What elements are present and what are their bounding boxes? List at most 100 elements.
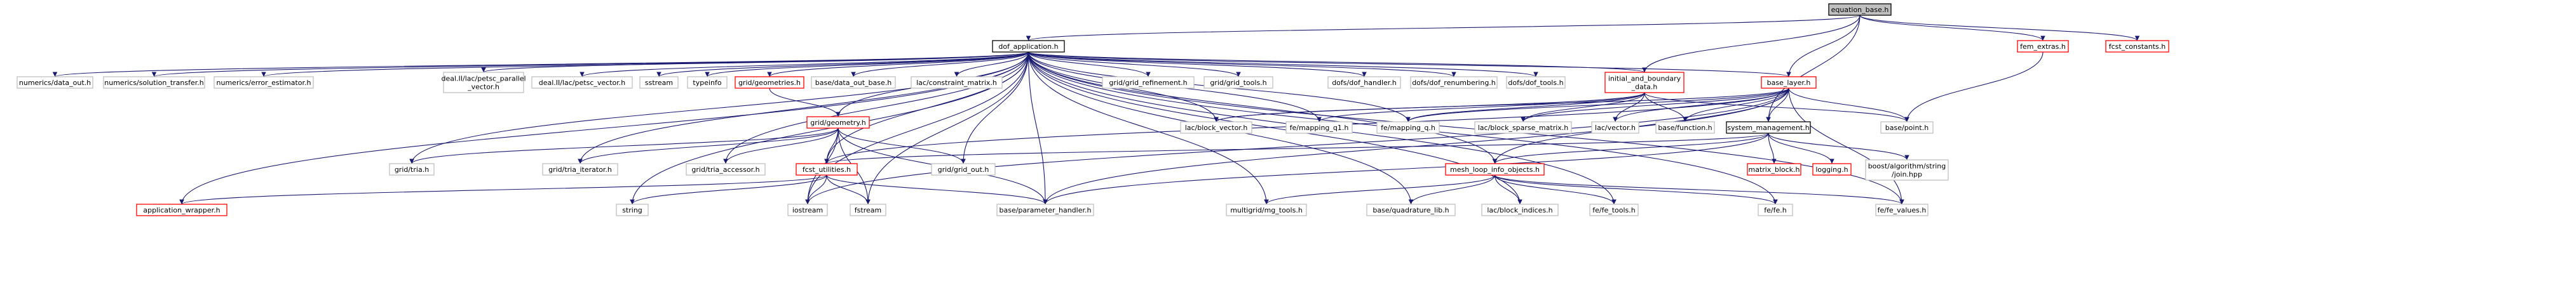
node-box-base_point (1880, 121, 1934, 134)
node-box-fem_extras (2017, 40, 2069, 53)
node-multigrid_mg_tools[interactable]: multigrid/mg_tools.h (1226, 204, 1307, 216)
node-fe_mapping_q[interactable]: fe/mapping_q.h (1376, 121, 1440, 134)
node-label-petsc_parallel_vector-0: deal.II/lac/petsc_parallel (441, 75, 525, 83)
node-box-fcst_utilities (796, 163, 858, 176)
node-sstream[interactable]: sstream (639, 76, 679, 89)
node-box-lac_constraint_matrix (911, 76, 1003, 89)
node-fcst_utilities[interactable]: fcst_utilities.h (796, 163, 858, 176)
node-fe_mapping_q1[interactable]: fe/mapping_q1.h (1285, 121, 1353, 134)
node-equation_base: equation_base.h (1828, 3, 1892, 16)
edge-grid_geometry-to-grid_tria_accessor (723, 127, 839, 164)
node-label-sstream: sstream (645, 79, 673, 87)
node-box-sstream (639, 76, 679, 89)
edge-base_layer-to-lac_vector (1613, 88, 1789, 122)
node-box-application_wrapper (136, 204, 227, 216)
node-fe_fe_values[interactable]: fe/fe_values.h (1875, 204, 1929, 216)
node-label-lac_block_vector: lac/block_vector.h (1185, 124, 1248, 132)
node-label-grid_refinement: grid/grid_refinement.h (1109, 79, 1187, 87)
edge-dof_application-to-dofs_dof_tools (1027, 51, 1538, 77)
node-grid_grid_out[interactable]: grid/grid_out.h (931, 163, 996, 176)
node-base_point[interactable]: base/point.h (1880, 121, 1934, 134)
node-base_function[interactable]: base/function.h (1655, 121, 1715, 134)
node-grid_geometry[interactable]: grid/geometry.h (806, 116, 870, 129)
node-label-numerics_error_estimator: numerics/error_estimator.h (217, 79, 311, 87)
node-typeinfo[interactable]: typeinfo (687, 76, 728, 89)
node-fe_fe_tools[interactable]: fe/fe_tools.h (1589, 204, 1639, 216)
node-base_layer[interactable]: base_layer.h (1761, 76, 1817, 89)
edge-dof_application-to-base_layer (1027, 51, 1791, 77)
node-fem_extras[interactable]: fem_extras.h (2017, 40, 2069, 53)
node-petsc_vector[interactable]: deal.II/lac/petsc_vector.h (531, 76, 633, 89)
node-base_quadrature_lib[interactable]: base/quadrature_lib.h (1366, 204, 1456, 216)
node-numerics_data_out[interactable]: numerics/data_out.h (17, 76, 93, 89)
node-application_wrapper[interactable]: application_wrapper.h (136, 204, 227, 216)
node-grid_tools[interactable]: grid/grid_tools.h (1203, 76, 1273, 89)
node-box-fstream (850, 204, 886, 216)
node-boost_join[interactable]: boost/algorithm/string/join.hpp (1865, 159, 1949, 181)
node-label-lac_block_indices: lac/block_indices.h (1487, 206, 1552, 214)
node-box-dofs_dof_tools (1506, 76, 1566, 89)
node-base_data_out_base[interactable]: base/data_out_base.h (811, 76, 896, 89)
node-label-fe_fe_tools: fe/fe_tools.h (1592, 206, 1636, 214)
node-box-grid_geometries (735, 76, 804, 89)
node-box-grid_geometry (806, 116, 870, 129)
node-numerics_error_estimator[interactable]: numerics/error_estimator.h (214, 76, 314, 89)
node-mesh_loop_info_objects[interactable]: mesh_loop_info_objects.h (1445, 163, 1545, 176)
edge-dof_application-to-petsc_parallel_vector (481, 51, 1029, 73)
node-grid_tria_accessor[interactable]: grid/tria_accessor.h (686, 163, 766, 176)
node-box-fe_mapping_q (1376, 121, 1440, 134)
node-string[interactable]: string (616, 204, 649, 216)
edge-mesh_loop_info_objects-to-fe_fe (1494, 174, 1778, 205)
node-lac_block_sparse_matrix[interactable]: lac/block_sparse_matrix.h (1474, 121, 1572, 134)
node-box-fe_fe_tools (1589, 204, 1639, 216)
node-fe_fe[interactable]: fe/fe.h (1758, 204, 1793, 216)
node-grid_tria_iterator[interactable]: grid/tria_iterator.h (542, 163, 618, 176)
node-dofs_dof_tools[interactable]: dofs/dof_tools.h (1506, 76, 1566, 89)
node-fcst_constants[interactable]: fcst_constants.h (2105, 40, 2169, 53)
edge-base_layer-to-base_point (1788, 88, 1909, 122)
node-matrix_block[interactable]: matrix_block.h (1747, 163, 1801, 176)
edge-base_layer-to-lac_block_vector (1214, 88, 1789, 122)
node-label-grid_geometries: grid/geometries.h (738, 79, 801, 87)
node-lac_block_vector[interactable]: lac/block_vector.h (1180, 121, 1252, 134)
node-dofs_dof_renumbering[interactable]: dofs/dof_renumbering.h (1410, 76, 1498, 89)
nodes: equation_base.h dof_application.h fem_extr… (17, 3, 2169, 216)
edge-dof_application-to-grid_tools (1027, 51, 1241, 77)
node-grid_refinement[interactable]: grid/grid_refinement.h (1102, 76, 1195, 89)
node-label-lac_vector: lac/vector.h (1595, 124, 1636, 132)
node-base_parameter_handler[interactable]: base/parameter_handler.h (996, 204, 1094, 216)
edge-system_management-to-mesh_loop_info_objects (1492, 133, 1769, 164)
node-logging[interactable]: logging.h (1812, 163, 1852, 176)
edge-initial_and_boundary_data-to-fe_mapping_q (1406, 92, 1645, 122)
node-grid_geometries[interactable]: grid/geometries.h (735, 76, 804, 89)
node-fstream[interactable]: fstream (850, 204, 886, 216)
edge-dof_application-to-grid_geometries (767, 51, 1029, 77)
node-initial_and_boundary_data[interactable]: initial_and_boundary_data.h (1604, 72, 1685, 93)
node-dofs_dof_handler[interactable]: dofs/dof_handler.h (1327, 76, 1401, 89)
node-label-petsc_parallel_vector-1: _vector.h (467, 83, 499, 91)
node-box-equation_base (1828, 3, 1892, 16)
edge-system_management-to-matrix_block (1768, 133, 1777, 164)
node-lac_vector[interactable]: lac/vector.h (1591, 121, 1639, 134)
node-dof_application[interactable]: dof_application.h (992, 40, 1065, 53)
node-lac_constraint_matrix[interactable]: lac/constraint_matrix.h (911, 76, 1003, 89)
edge-system_management-to-fcst_utilities (824, 133, 1769, 164)
node-grid_tria[interactable]: grid/tria.h (389, 163, 435, 176)
node-iostream[interactable]: iostream (787, 204, 828, 216)
edge-dof_application-to-fstream (865, 51, 1029, 205)
node-label-grid_tria: grid/tria.h (395, 166, 429, 174)
node-box-dof_application (992, 40, 1065, 53)
node-petsc_parallel_vector[interactable]: deal.II/lac/petsc_parallel_vector.h (441, 72, 526, 93)
node-box-petsc_parallel_vector (443, 72, 524, 93)
node-box-base_quadrature_lib (1366, 204, 1456, 216)
edge-dof_application-to-initial_and_boundary_data (1027, 51, 1647, 73)
edge-dof_application-to-base_parameter_handler (1027, 51, 1048, 205)
node-lac_block_indices[interactable]: lac/block_indices.h (1481, 204, 1559, 216)
node-box-grid_refinement (1102, 76, 1195, 89)
edge-equation_base-to-initial_and_boundary_data (1642, 15, 1861, 73)
node-box-base_layer (1761, 76, 1817, 89)
node-numerics_solution_transfer[interactable]: numerics/solution_transfer.h (103, 76, 205, 89)
node-label-dofs_dof_tools: dofs/dof_tools.h (1508, 79, 1563, 87)
node-box-fe_fe (1758, 204, 1793, 216)
node-system_management[interactable]: system_management.h (1726, 121, 1811, 134)
